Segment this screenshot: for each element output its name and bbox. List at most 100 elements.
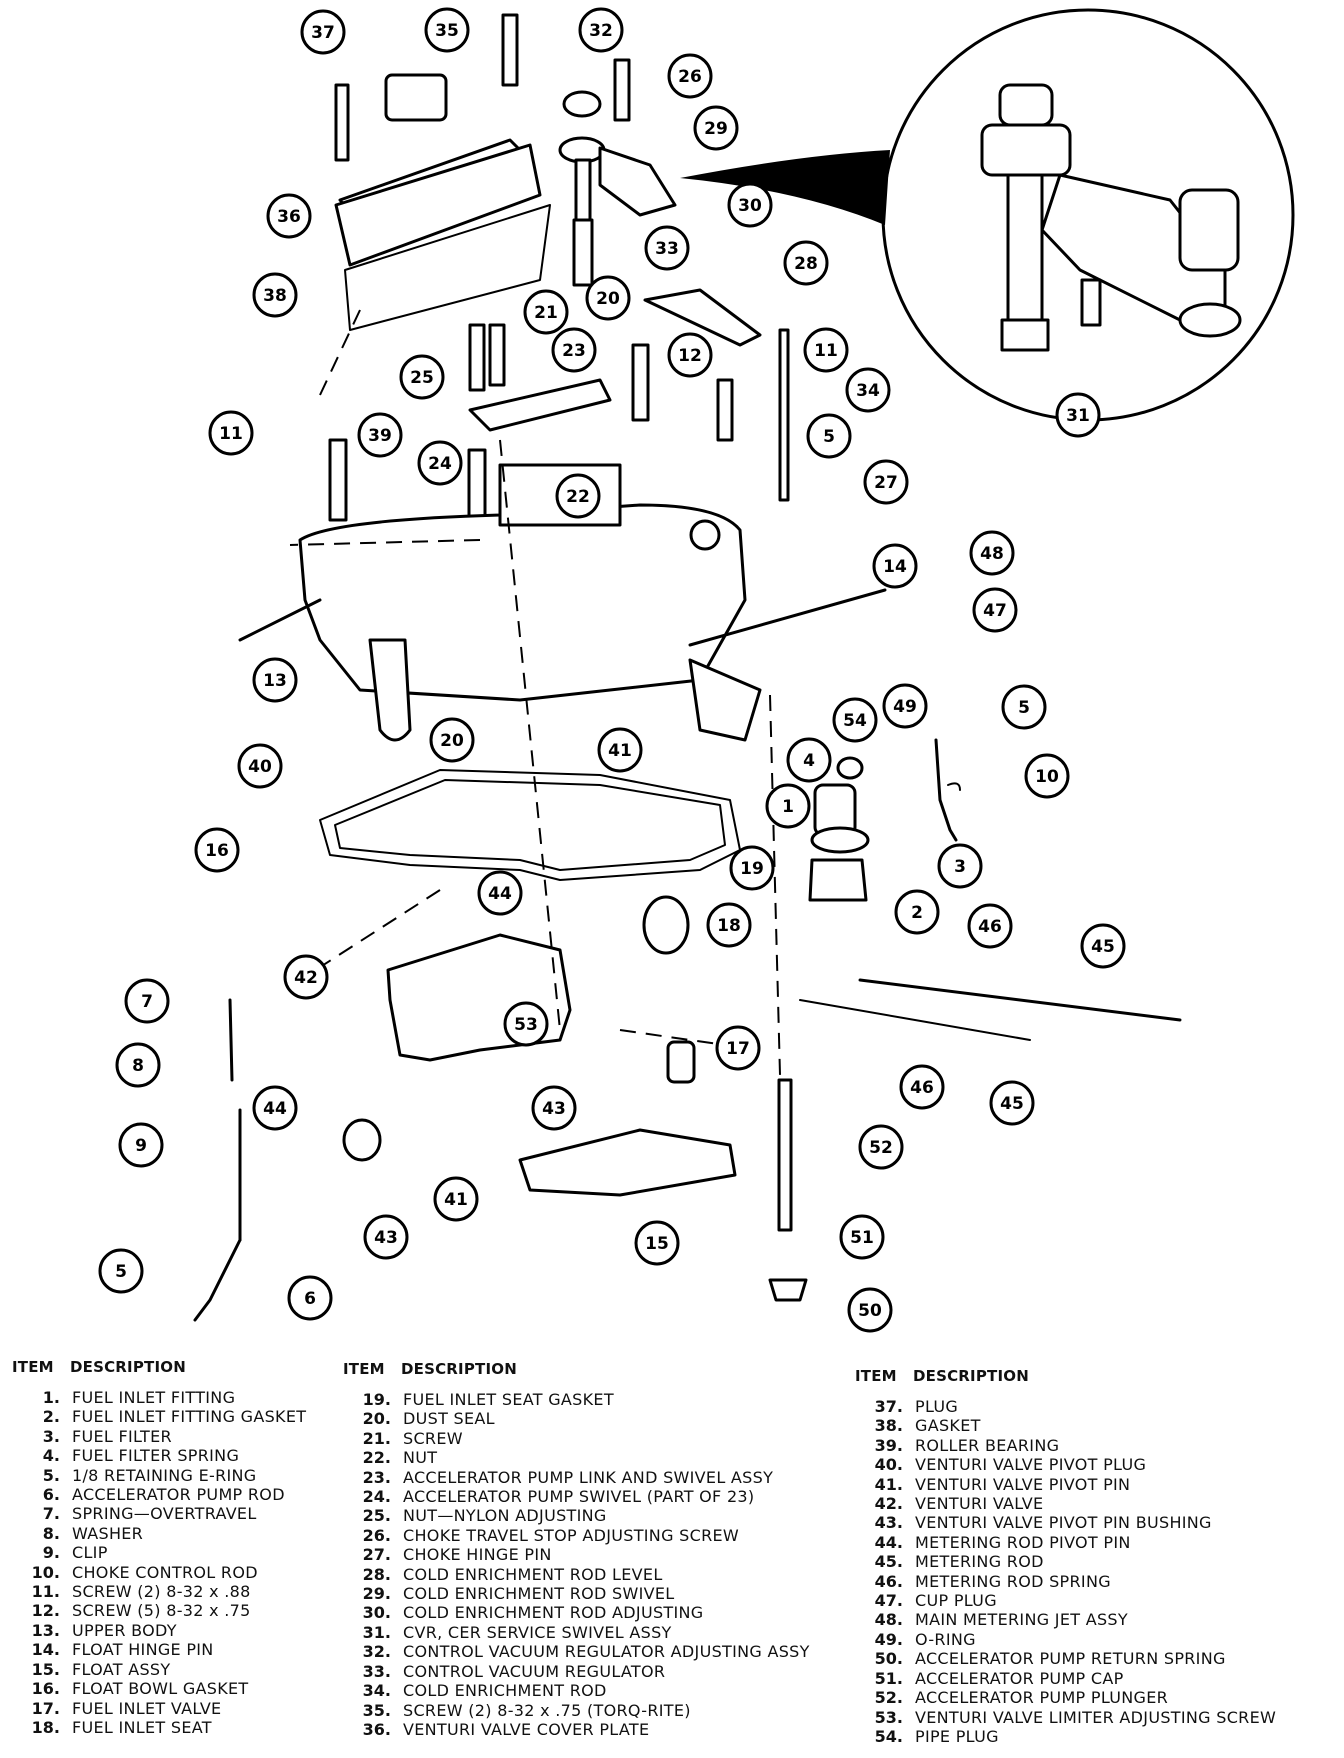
legend-row: 1.FUEL INLET FITTING (12, 1388, 306, 1407)
legend-item-description: SCREW (2) 8-32 x .75 (TORQ-RITE) (403, 1700, 691, 1720)
legend-row: 8.WASHER (12, 1524, 306, 1543)
callout-35: 35 (424, 7, 470, 53)
legend-item-description: VENTURI VALVE LIMITER ADJUSTING SCREW (915, 1707, 1277, 1727)
legend-item-number: 22. (362, 1448, 391, 1468)
legend-row: 13.UPPER BODY (12, 1621, 306, 1640)
legend-row: 12.SCREW (5) 8-32 x .75 (12, 1601, 306, 1620)
legend-row: 39.ROLLER BEARING (855, 1436, 1276, 1455)
callout-45: 45 (1080, 923, 1126, 969)
callout-25: 25 (399, 354, 445, 400)
callout-54: 54 (832, 697, 878, 743)
legend-item-number: 28. (362, 1564, 391, 1584)
legend-item-description: FLOAT ASSY (72, 1659, 171, 1679)
callout-circle (765, 783, 811, 829)
callout-circle (727, 182, 773, 228)
callout-label: 36 (277, 207, 301, 227)
callout-38: 38 (252, 272, 298, 318)
callout-circle (208, 410, 254, 456)
callout-label: 43 (542, 1099, 566, 1119)
callout-label: 45 (1000, 1094, 1024, 1114)
legend-row: 17.FUEL INLET VALVE (12, 1699, 306, 1718)
callout-label: 53 (514, 1015, 538, 1035)
callout-7: 7 (124, 978, 170, 1024)
callout-1: 1 (765, 783, 811, 829)
callout-circle (967, 903, 1013, 949)
callout-circle (858, 1124, 904, 1170)
legend-item-description: VENTURI VALVE PIVOT PLUG (915, 1455, 1147, 1475)
legend-item-number: 32. (362, 1642, 391, 1662)
callout-31: 31 (1055, 392, 1101, 438)
legend-row: 6.ACCELERATOR PUMP ROD (12, 1485, 306, 1504)
callout-17: 17 (715, 1025, 761, 1071)
legend-row: 15.FLOAT ASSY (12, 1660, 306, 1679)
callout-label: 8 (132, 1056, 144, 1076)
legend-item-description: ACCELERATOR PUMP RETURN SPRING (915, 1649, 1226, 1669)
callout-13: 13 (252, 657, 298, 703)
callout-circle (832, 697, 878, 743)
callout-27: 27 (863, 459, 909, 505)
legend-row: 53. VENTURI VALVE LIMITER ADJUSTING SCREW (855, 1708, 1276, 1727)
venturi-valve-drawing (193, 933, 1182, 1322)
legend-item-description: COLD ENRICHMENT ROD (403, 1681, 607, 1701)
legend-item-description: CUP PLUG (915, 1591, 997, 1611)
legend-item-description: CHOKE CONTROL ROD (72, 1562, 258, 1582)
callout-circle (839, 1214, 885, 1260)
legend-row: 27.CHOKE HINGE PIN (343, 1545, 810, 1564)
legend-row: 44.METERING ROD PIVOT PIN (855, 1533, 1276, 1552)
legend-row: 3.FUEL FILTER (12, 1427, 306, 1446)
legend-row: 52.ACCELERATOR PUMP PLUNGER (855, 1688, 1276, 1707)
callout-53: 53 (503, 1001, 549, 1047)
legend-item-number: 19. (362, 1390, 391, 1409)
legend-header: ITEM DESCRIPTION (12, 1358, 306, 1376)
callout-label: 35 (435, 21, 459, 41)
legend-row: 50.ACCELERATOR PUMP RETURN SPRING (855, 1649, 1276, 1668)
callout-label: 37 (311, 23, 335, 43)
callout-circle (551, 327, 597, 373)
callout-2: 2 (894, 889, 940, 935)
legend-item-number: 52. (874, 1688, 903, 1708)
legend-item-description: FUEL FILTER (72, 1426, 172, 1446)
legend-header-description: DESCRIPTION (913, 1367, 1029, 1385)
callout-23: 23 (551, 327, 597, 373)
callout-label: 7 (141, 992, 153, 1012)
legend-row: 35.SCREW (2) 8-32 x .75 (TORQ-RITE) (343, 1701, 810, 1720)
legend-item-number: 27. (362, 1545, 391, 1565)
legend-row: 32. CONTROL VACUUM REGULATOR ADJUSTING AS… (343, 1642, 810, 1661)
callout-circle (1001, 684, 1047, 730)
callout-label: 38 (263, 286, 287, 306)
legend-header-description: DESCRIPTION (401, 1360, 517, 1378)
legend-item-description: FUEL INLET SEAT GASKET (403, 1390, 614, 1409)
legend-item-description: COLD ENRICHMENT ROD LEVEL (403, 1564, 663, 1584)
callout-label: 41 (444, 1190, 468, 1210)
callout-44: 44 (477, 870, 523, 916)
legend-row: 38.GASKET (855, 1416, 1276, 1435)
callout-circle (300, 9, 346, 55)
legend-header-item: ITEM (12, 1358, 54, 1376)
legend-item-number: 23. (362, 1467, 391, 1487)
callout-circle (399, 354, 445, 400)
callout-label: 5 (1018, 698, 1030, 718)
callout-label: 10 (1035, 767, 1059, 787)
legend-item-number: 44. (874, 1532, 903, 1552)
callout-45: 45 (989, 1080, 1035, 1126)
legend-item-number: 33. (362, 1661, 391, 1681)
callout-label: 1 (782, 797, 794, 817)
callout-label: 44 (263, 1099, 287, 1119)
legend-item-number: 25. (362, 1506, 391, 1526)
callout-label: 12 (678, 346, 702, 366)
callout-circle (252, 272, 298, 318)
callout-circle (266, 193, 312, 239)
legend-row: 4.FUEL FILTER SPRING (12, 1446, 306, 1465)
callout-circle (894, 889, 940, 935)
legend-item-description: CONTROL VACUUM REGULATOR ADJUSTING ASSY (403, 1642, 810, 1662)
legend-item-number: 53. (874, 1707, 903, 1727)
legend-item-description: FLOAT BOWL GASKET (72, 1679, 249, 1699)
callout-circle (597, 727, 643, 773)
callout-circle (644, 225, 690, 271)
legend-item-description: VENTURI VALVE PIVOT PIN (915, 1474, 1131, 1494)
callout-circle (989, 1080, 1035, 1126)
legend-row: 23.ACCELERATOR PUMP LINK AND SWIVEL ASSY (343, 1468, 810, 1487)
callout-circle (899, 1064, 945, 1110)
legend-item-description: 1/8 RETAINING E-RING (72, 1465, 257, 1485)
